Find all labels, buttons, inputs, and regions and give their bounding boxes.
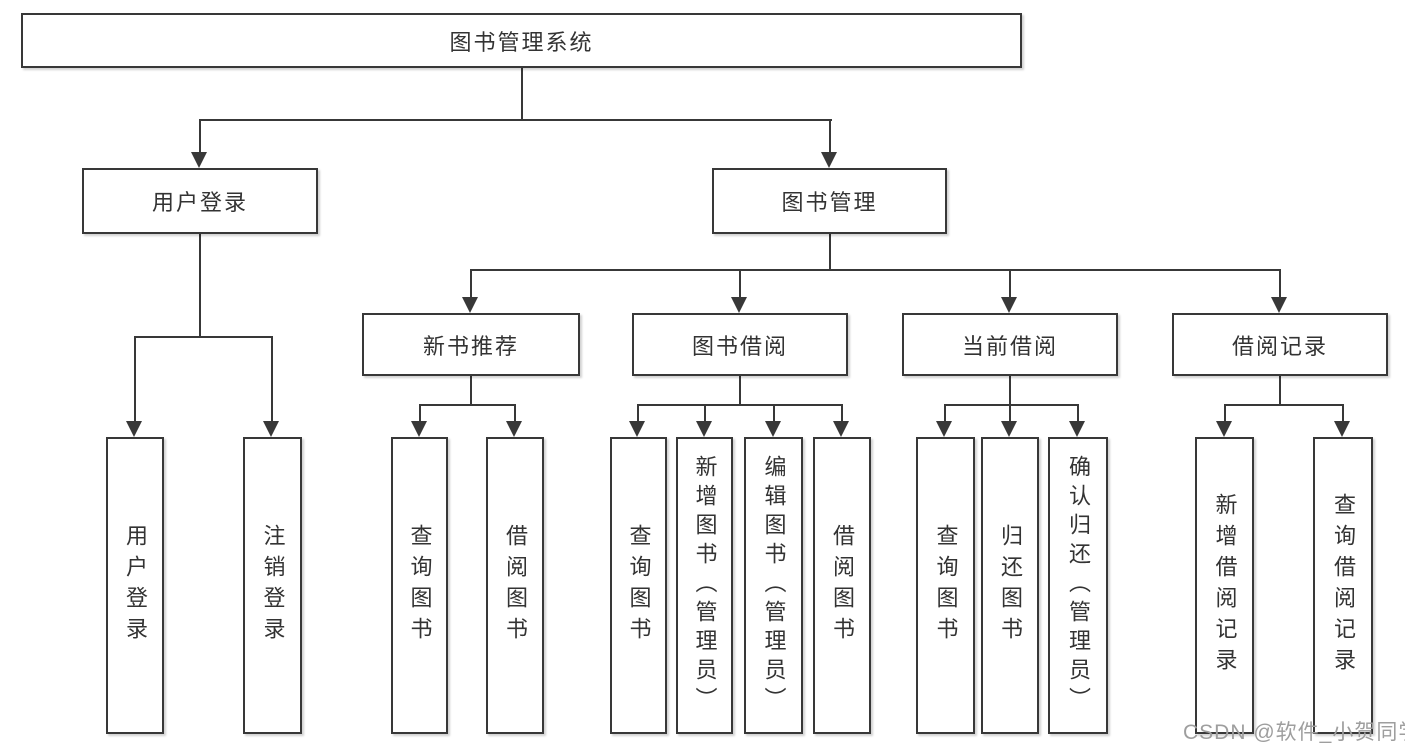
arrow-down-icon [731,297,747,313]
connector-line [739,374,741,406]
arrow-down-icon [821,152,837,168]
node-library-management-system: 图书管理系统 [21,13,1022,68]
node-current-borrowing: 当前借阅 [902,313,1118,376]
leaf-confirm-return-admin: 确认归还（管理员） [1048,437,1108,734]
leaf-query-books: 查询图书 [391,437,448,734]
connector-line [637,404,843,406]
arrow-down-icon [126,421,142,437]
arrow-down-icon [462,297,478,313]
arrow-down-icon [1216,421,1232,437]
connector-line [419,404,516,406]
connector-line [199,232,201,338]
arrow-down-icon [191,152,207,168]
leaf-logout: 注销登录 [243,437,302,734]
connector-line [944,404,1079,406]
node-user-login: 用户登录 [82,168,318,234]
connector-line [1077,404,1079,424]
connector-line [841,404,843,424]
connector-line [1279,269,1281,299]
leaf-query-books: 查询图书 [916,437,975,734]
connector-line [134,336,273,338]
arrow-down-icon [833,421,849,437]
connector-line [470,269,472,299]
leaf-query-borrow-record: 查询借阅记录 [1313,437,1373,734]
connector-line [704,404,706,424]
connector-line [1009,404,1011,424]
connector-line [829,232,831,271]
arrow-down-icon [1001,297,1017,313]
leaf-borrow-books: 借阅图书 [486,437,544,734]
connector-line [271,336,273,422]
connector-line [829,119,831,154]
arrow-down-icon [411,421,427,437]
connector-line [944,404,946,424]
connector-line [739,269,741,299]
arrow-down-icon [506,421,522,437]
connector-line [521,68,523,120]
leaf-edit-books-admin: 编辑图书（管理员） [744,437,803,734]
leaf-add-books-admin: 新增图书（管理员） [676,437,733,734]
leaf-query-books: 查询图书 [610,437,667,734]
node-borrowing-records: 借阅记录 [1172,313,1388,376]
connector-line [637,404,639,424]
arrow-down-icon [263,421,279,437]
leaf-user-login: 用户登录 [106,437,164,734]
connector-line [199,119,201,154]
node-new-book-recommend: 新书推荐 [362,313,580,376]
arrow-down-icon [629,421,645,437]
leaf-return-books: 归还图书 [981,437,1039,734]
connector-line [1342,404,1344,424]
connector-line [1009,374,1011,406]
connector-line [419,404,421,424]
connector-line [1009,269,1011,299]
arrow-down-icon [696,421,712,437]
leaf-add-borrow-record: 新增借阅记录 [1195,437,1254,734]
arrow-down-icon [1069,421,1085,437]
connector-line [134,336,136,422]
arrow-down-icon [1001,421,1017,437]
connector-line [1279,374,1281,406]
leaf-borrow-books: 借阅图书 [813,437,871,734]
connector-line [1224,404,1226,424]
arrow-down-icon [1271,297,1287,313]
node-book-borrowing: 图书借阅 [632,313,848,376]
connector-line [470,374,472,406]
connector-line [1224,404,1344,406]
watermark: CSDN @软件_小贺同学 [1183,721,1405,744]
connector-line [199,119,832,121]
connector-line [470,269,1281,271]
node-book-management: 图书管理 [712,168,947,234]
arrow-down-icon [1334,421,1350,437]
arrow-down-icon [765,421,781,437]
connector-line [514,404,516,424]
arrow-down-icon [936,421,952,437]
connector-line [773,404,775,424]
